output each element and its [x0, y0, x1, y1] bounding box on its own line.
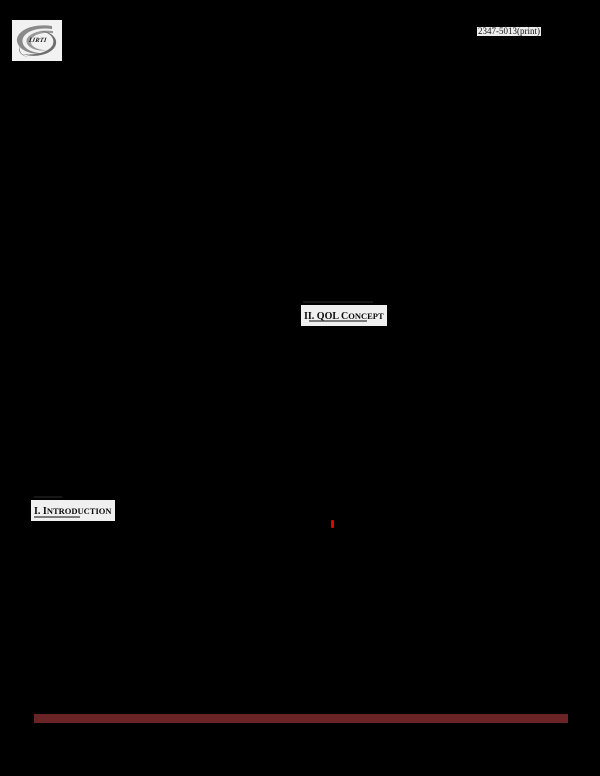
- scan-smudge-above-qol: [303, 301, 373, 303]
- issn-block: 2347-5013(print): [477, 26, 541, 37]
- red-ink-mark-icon: [331, 520, 334, 528]
- scan-smudge-below-intro: [34, 516, 80, 518]
- swirl-icon: [16, 25, 57, 58]
- footer-text: [34, 723, 568, 732]
- issn-print: 2347-5013(print): [478, 26, 540, 36]
- footer-rule: [34, 714, 568, 723]
- journal-logo: IJRTI: [12, 20, 62, 61]
- section-title-intro-rest: NTRODUCTION: [46, 506, 112, 516]
- section-number-intro: I.: [34, 506, 41, 517]
- logo-acronym: IJRTI: [28, 37, 48, 44]
- section-title-qol-lead: QOL C: [316, 311, 349, 322]
- section-title-intro-lead: I: [42, 506, 47, 517]
- section-heading-qol-concept: II. QOL CONCEPT: [301, 305, 387, 326]
- section-number-qol: II.: [304, 311, 315, 322]
- section-heading-introduction: I. INTRODUCTION: [31, 500, 115, 521]
- scan-smudge-above-intro: [34, 496, 62, 498]
- section-title-qol-rest: ONCEPT: [348, 311, 384, 321]
- scan-smudge-below-qol: [309, 320, 367, 322]
